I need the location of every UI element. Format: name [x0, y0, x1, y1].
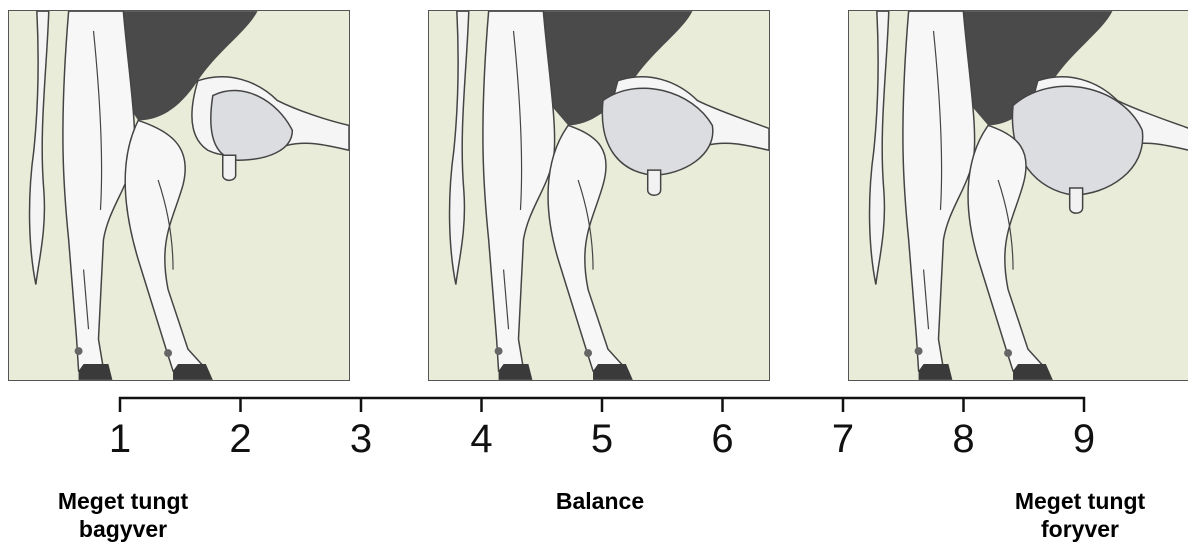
cow-panel-left: [8, 10, 350, 381]
hoof-right: [593, 364, 633, 380]
caption-balance-line1: Balance: [510, 487, 690, 515]
score-scale: 1 2 3 4 5 6 7 8 9: [0, 390, 1188, 470]
hind-leg-left: [63, 11, 135, 371]
scale-ticks: 1 2 3 4 5 6 7 8 9: [109, 397, 1095, 461]
dewclaw: [495, 347, 503, 355]
hoof-right: [1013, 364, 1053, 380]
teat: [1070, 188, 1083, 213]
tail: [450, 11, 469, 284]
caption-heavy-rear-line1: Meget tungt: [28, 487, 218, 515]
scale-tick-label: 6: [711, 417, 733, 461]
hind-leg-left: [903, 11, 975, 371]
hind-leg-right: [548, 125, 628, 371]
cow-illustration-heavy-rear-udder: [9, 11, 349, 380]
hoof-right: [173, 364, 213, 380]
cow-panel-right: [848, 10, 1188, 381]
hind-leg-right: [125, 120, 208, 371]
dewclaw: [584, 349, 592, 357]
dewclaw: [915, 347, 923, 355]
caption-heavy-fore: Meget tungt foryver: [985, 487, 1175, 543]
teat: [223, 155, 236, 180]
scale-tick-label: 3: [350, 417, 372, 461]
dewclaw: [1004, 349, 1012, 357]
caption-heavy-fore-line1: Meget tungt: [985, 487, 1175, 515]
caption-heavy-rear-line2: bagyver: [28, 515, 218, 543]
hind-leg-left: [483, 11, 555, 371]
scale-tick-label: 9: [1073, 417, 1095, 461]
udder: [211, 91, 293, 161]
scale-tick-label: 8: [952, 417, 974, 461]
scale-tick-label: 1: [109, 417, 131, 461]
scale-tick-label: 4: [470, 417, 492, 461]
cow-illustration-balanced-udder: [429, 11, 769, 380]
hoof-left: [919, 364, 953, 380]
tail: [870, 11, 889, 284]
caption-balance: Balance: [510, 487, 690, 515]
scale-tick-label: 2: [229, 417, 251, 461]
cow-panel-center: [428, 10, 770, 381]
scale-tick-label: 7: [832, 417, 854, 461]
dewclaw: [164, 349, 172, 357]
teat: [648, 170, 661, 195]
hoof-left: [499, 364, 533, 380]
caption-heavy-fore-line2: foryver: [985, 515, 1175, 543]
dewclaw: [75, 347, 83, 355]
caption-heavy-rear: Meget tungt bagyver: [28, 487, 218, 543]
tail: [30, 11, 49, 284]
cow-illustration-heavy-fore-udder: [849, 11, 1188, 380]
scale-tick-label: 5: [591, 417, 613, 461]
hoof-left: [79, 364, 113, 380]
